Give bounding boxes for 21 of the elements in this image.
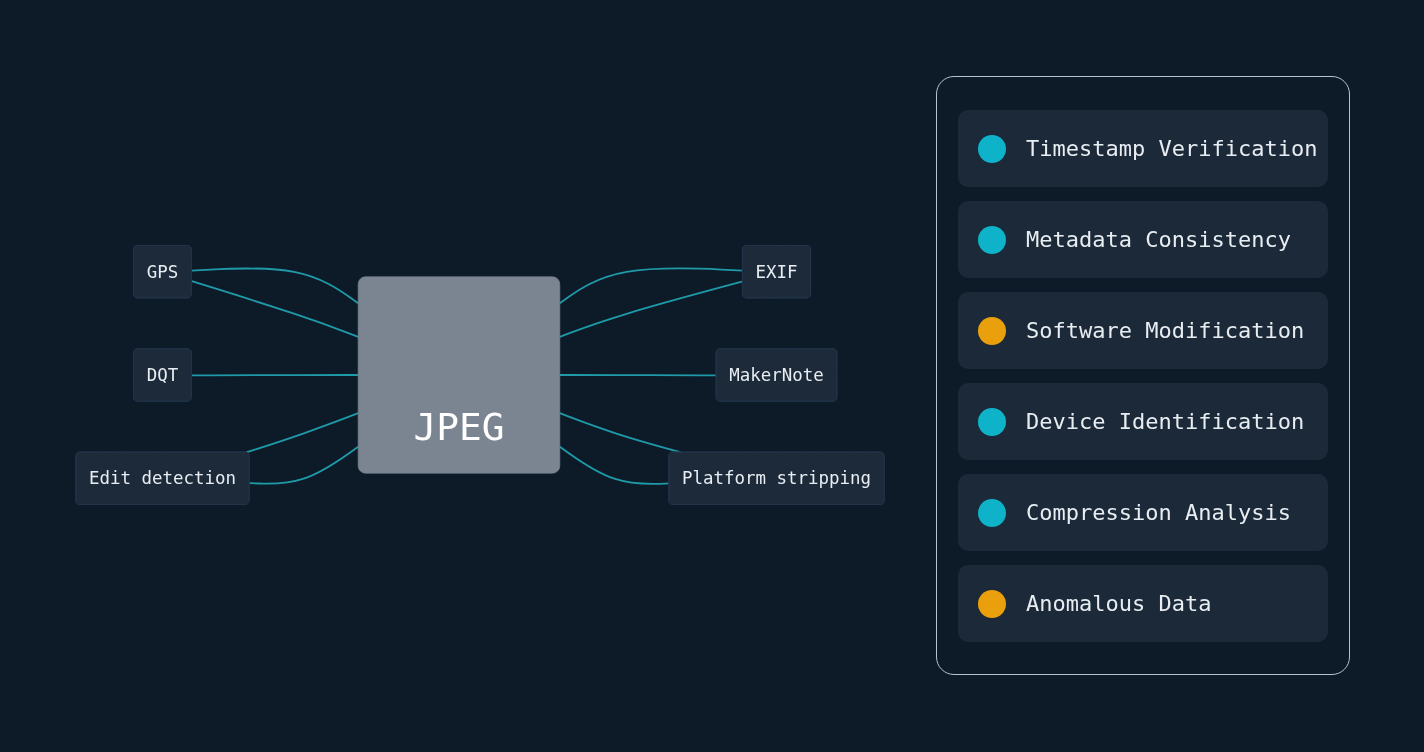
legend-label: Timestamp Verification [1026, 136, 1318, 161]
legend-label: Anomalous Data [1026, 591, 1212, 616]
connector-line [245, 412, 360, 454]
connector-line [558, 267, 744, 305]
connector-line [558, 280, 744, 338]
connector-line [190, 280, 360, 338]
tag-box: GPS [133, 245, 192, 299]
legend-label: Device Identification [1026, 409, 1305, 434]
tag-box: Edit detection [75, 451, 250, 505]
connector-line [248, 445, 360, 485]
connector-line [190, 267, 360, 305]
tag-box: DQT [133, 348, 192, 402]
tag-box: MakerNote [715, 348, 838, 402]
tag-box: Platform stripping [668, 451, 885, 505]
legend-label: Metadata Consistency [1026, 227, 1291, 252]
connector-line [558, 374, 718, 377]
legend-label: Compression Analysis [1026, 500, 1291, 525]
file-box: JPEG [357, 276, 561, 474]
legend-label: Software Modification [1026, 318, 1305, 343]
connector-line [190, 374, 360, 377]
tag-box: EXIF [742, 245, 811, 299]
